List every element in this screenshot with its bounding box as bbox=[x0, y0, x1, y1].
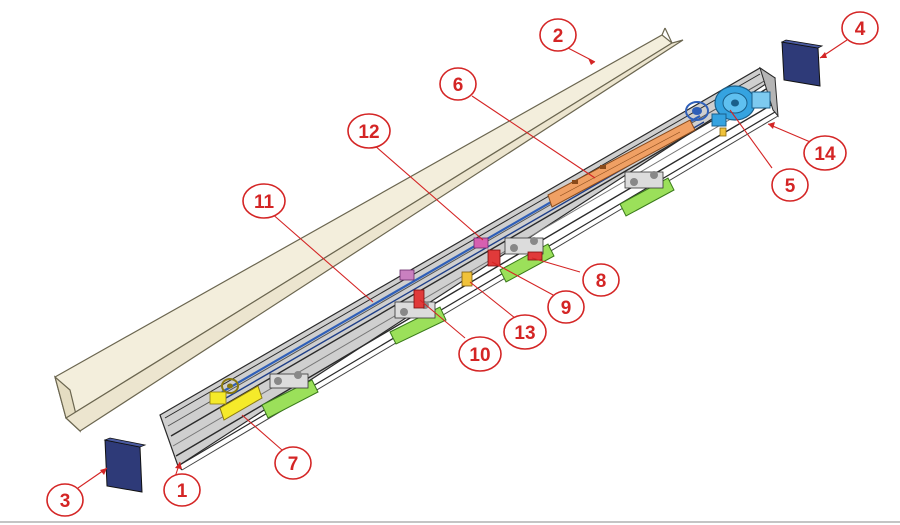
callout-1-label: 1 bbox=[177, 481, 188, 502]
callout-14: 14 bbox=[803, 135, 847, 171]
callout-7-label: 7 bbox=[288, 454, 299, 475]
callout-5-label: 5 bbox=[785, 176, 796, 197]
callout-2-label: 2 bbox=[553, 26, 564, 47]
controller-board bbox=[547, 119, 696, 208]
carriage-left bbox=[261, 371, 319, 419]
callout-11: 11 bbox=[242, 183, 286, 219]
belt-clamp-left bbox=[399, 269, 425, 309]
end-cap-left bbox=[103, 437, 147, 493]
callout-6: 6 bbox=[439, 67, 477, 101]
callout-3: 3 bbox=[46, 483, 84, 517]
callout-10: 10 bbox=[458, 336, 502, 372]
idler-pulley bbox=[209, 378, 239, 405]
callout-8: 8 bbox=[582, 263, 620, 297]
callout-14-label: 14 bbox=[814, 144, 836, 165]
end-cap-right bbox=[780, 39, 824, 87]
callout-1: 1 bbox=[163, 473, 201, 507]
callout-9-label: 9 bbox=[561, 298, 572, 319]
callout-11-label: 11 bbox=[254, 192, 275, 213]
callout-5: 5 bbox=[771, 168, 809, 202]
callout-2: 2 bbox=[539, 18, 577, 52]
callout-3-label: 3 bbox=[60, 491, 71, 512]
carriage-right bbox=[619, 171, 675, 217]
arrowheads bbox=[100, 52, 827, 475]
callout-10-label: 10 bbox=[469, 345, 490, 366]
motor-gearbox bbox=[685, 85, 771, 137]
stopper-block bbox=[461, 271, 473, 287]
callout-12-label: 12 bbox=[358, 122, 379, 143]
callout-8-label: 8 bbox=[596, 271, 607, 292]
callout-13: 13 bbox=[503, 314, 547, 350]
callout-4-label: 4 bbox=[855, 19, 866, 40]
callout-13-label: 13 bbox=[514, 323, 535, 344]
cover-profile bbox=[53, 27, 684, 433]
callout-9: 9 bbox=[547, 290, 585, 324]
battery-pack bbox=[219, 385, 263, 421]
callout-4: 4 bbox=[841, 11, 879, 45]
callout-12: 12 bbox=[347, 113, 391, 149]
callout-7: 7 bbox=[274, 446, 312, 480]
lock-device bbox=[527, 251, 543, 261]
callout-6-label: 6 bbox=[453, 75, 464, 96]
